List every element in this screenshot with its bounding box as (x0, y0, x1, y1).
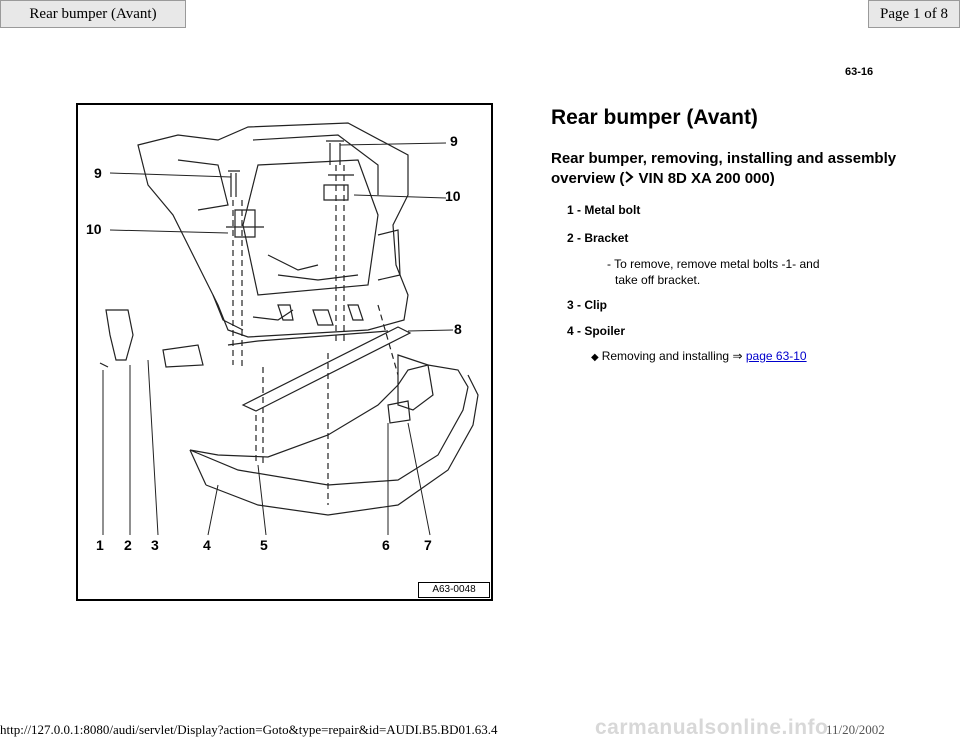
page-number: 63-16 (845, 66, 874, 78)
watermark: carmanualsonline.info (595, 716, 829, 739)
bullet-text: Removing and installing (601, 349, 733, 363)
note-line-2: take off bracket. (615, 273, 701, 287)
note-line-1: - To remove, remove metal bolts -1- and (607, 257, 820, 271)
page-indicator: Page 1 of 8 (868, 0, 960, 28)
bumper-exploded-drawing (99, 122, 479, 536)
arrow-icon: ⇒ (732, 349, 743, 363)
callout-3: 3 (151, 537, 159, 553)
section-subtitle: Rear bumper, removing, installing and as… (551, 149, 901, 189)
document-title-tab: Rear bumper (Avant) (0, 0, 186, 28)
subtitle-vin: VIN 8D XA 200 000) (634, 170, 775, 187)
page-title: Rear bumper (Avant) (551, 106, 758, 129)
callout-10-left: 10 (86, 221, 102, 237)
callout-8: 8 (454, 321, 462, 337)
legend-item-1: 1 - Metal bolt (567, 203, 641, 217)
diamond-bullet-icon: ◆ (591, 352, 599, 363)
callout-2: 2 (124, 537, 132, 553)
page-link[interactable]: page 63-10 (745, 349, 807, 363)
figure-id-label: A63-0048 (418, 582, 490, 598)
callout-4: 4 (203, 537, 211, 553)
bullet-line: ◆Removing and installing ⇒ page 63-10 (591, 349, 807, 363)
callout-1: 1 (96, 537, 104, 553)
callout-9-right: 9 (450, 133, 458, 149)
chevron-right-icon (624, 169, 634, 189)
callout-10-right: 10 (445, 188, 461, 204)
callout-7: 7 (424, 537, 432, 553)
callout-5: 5 (260, 537, 268, 553)
callout-9-left: 9 (94, 165, 102, 181)
legend-item-4: 4 - Spoiler (567, 324, 626, 338)
subtitle-text: Rear bumper, removing, installing and as… (551, 150, 897, 187)
footer-url: http://127.0.0.1:8080/audi/servlet/Displ… (0, 722, 502, 738)
legend-item-3: 3 - Clip (567, 298, 608, 312)
footer-date: 11/20/2002 (826, 722, 885, 737)
exploded-view-figure: 9 10 9 10 8 1 2 3 4 5 6 7 A63-0048 (76, 103, 493, 601)
legend-item-2: 2 - Bracket (567, 231, 629, 245)
callout-6: 6 (382, 537, 390, 553)
